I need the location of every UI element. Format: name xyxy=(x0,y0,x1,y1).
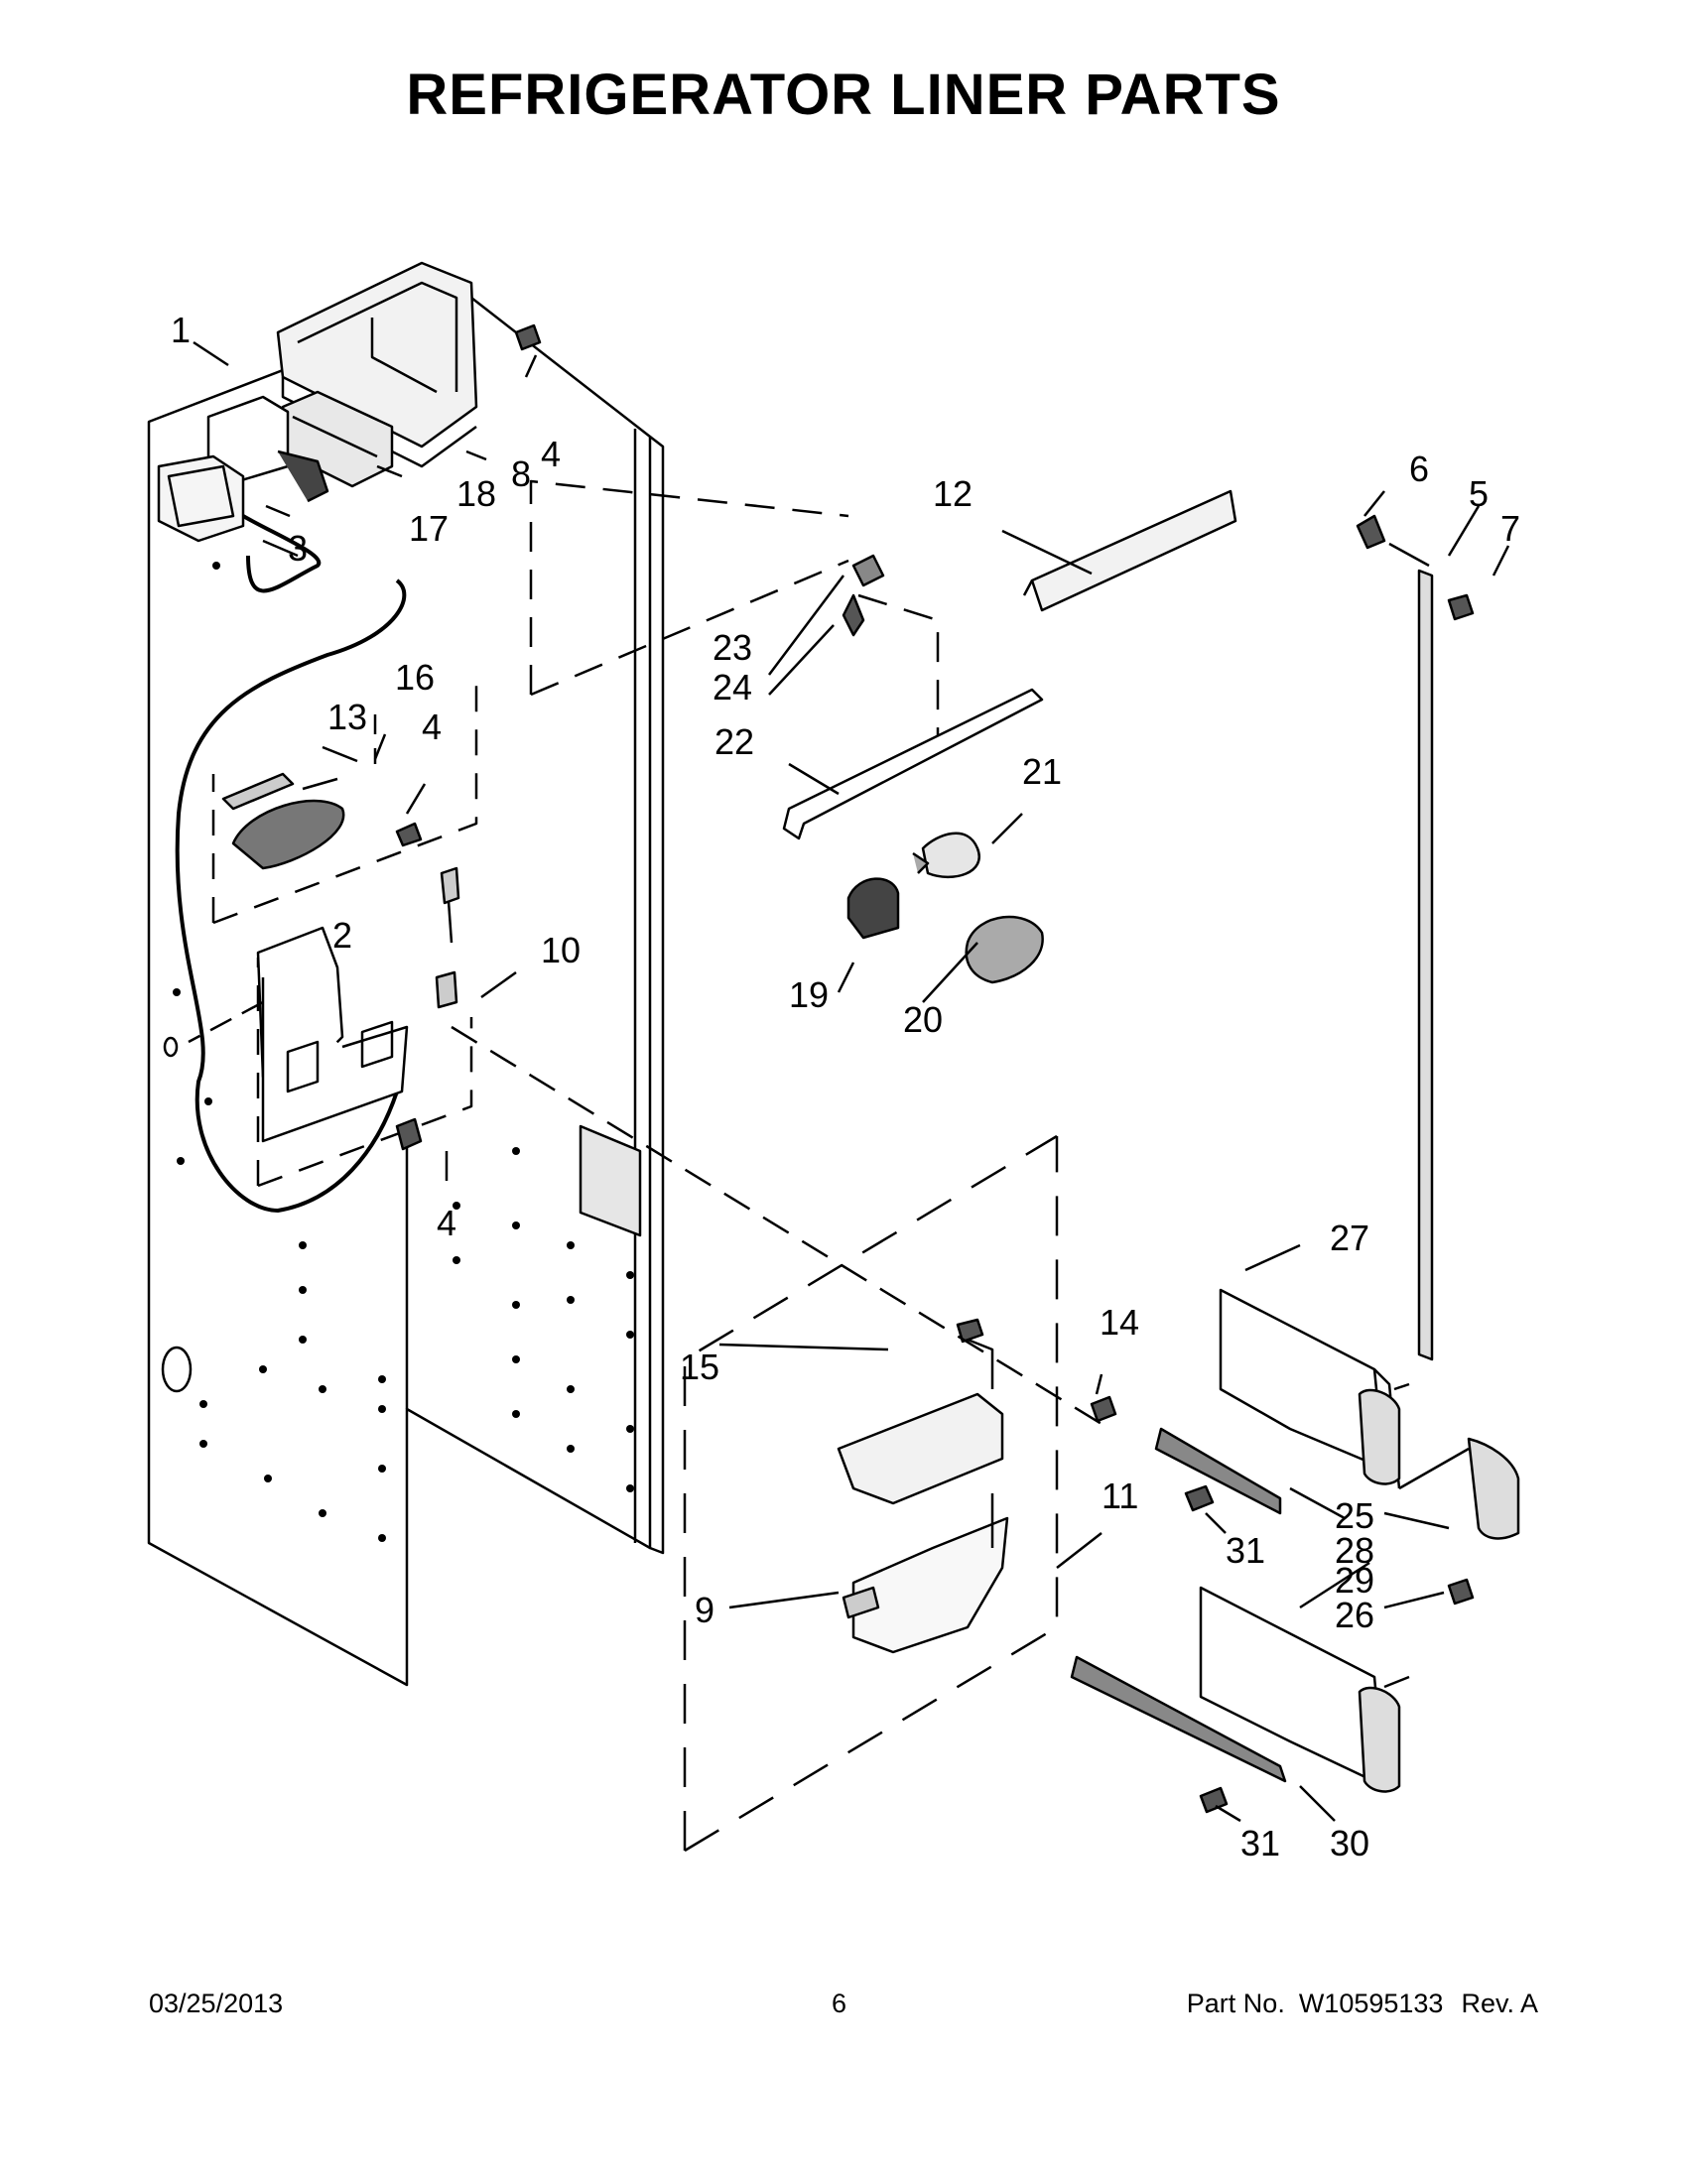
callout-19: 19 xyxy=(789,974,829,1015)
dashed-connector xyxy=(451,1025,1103,1426)
callout-30: 30 xyxy=(1330,1823,1369,1863)
callout-5: 5 xyxy=(1469,473,1489,514)
callout-26: 26 xyxy=(1335,1595,1374,1635)
callout-31a: 31 xyxy=(1226,1530,1265,1571)
callout-4a: 4 xyxy=(541,434,561,474)
deflector xyxy=(1022,489,1237,612)
lower-drawer-frame xyxy=(1070,1578,1475,1814)
footer-page-number: 6 xyxy=(832,1989,847,2018)
wire-harness xyxy=(175,514,407,1213)
callout-9: 9 xyxy=(695,1590,714,1630)
callout-13: 13 xyxy=(327,697,367,737)
connector-housing xyxy=(157,454,245,543)
callout-2: 2 xyxy=(332,915,352,956)
callout-23: 23 xyxy=(713,627,752,668)
light-bracket-assembly xyxy=(529,479,1044,984)
callout-24: 24 xyxy=(713,667,752,707)
callout-14: 14 xyxy=(1100,1302,1139,1343)
callout-12: 12 xyxy=(933,473,973,514)
footer-date: 03/25/2013 xyxy=(149,1989,284,2018)
vertical-rail xyxy=(1356,514,1475,1361)
upper-drawer-frame xyxy=(1090,1288,1520,1540)
callout-20: 20 xyxy=(903,999,943,1040)
revision: Rev. A xyxy=(1461,1989,1538,2018)
callout-29: 29 xyxy=(1335,1560,1374,1601)
callout-6: 6 xyxy=(1409,449,1429,489)
part-label: Part No. xyxy=(1186,1989,1285,2018)
electronic-module xyxy=(206,395,329,503)
footer-part-number: Part No. W10595133 Rev. A xyxy=(1187,1989,1538,2019)
callout-4b: 4 xyxy=(422,707,442,747)
callout-1: 1 xyxy=(171,310,191,350)
callout-28: 28 xyxy=(1335,1530,1374,1571)
callout-31b: 31 xyxy=(1240,1823,1280,1863)
callout-3: 3 xyxy=(288,528,308,569)
callout-18: 18 xyxy=(456,473,496,514)
callout-15: 15 xyxy=(680,1347,719,1387)
liner-panel xyxy=(147,296,665,1687)
callout-22: 22 xyxy=(714,721,754,762)
callout-11: 11 xyxy=(1102,1476,1138,1516)
leader-lines xyxy=(193,340,1510,1823)
callout-10: 10 xyxy=(541,930,581,970)
callout-17: 17 xyxy=(409,508,449,549)
callout-8: 8 xyxy=(511,453,531,494)
callout-7: 7 xyxy=(1500,508,1520,549)
part-number: W10595133 xyxy=(1298,1989,1444,2018)
page-title: REFRIGERATOR LINER PARTS xyxy=(406,63,1281,127)
callout-25: 25 xyxy=(1335,1495,1374,1536)
callout-21: 21 xyxy=(1022,751,1062,792)
callout-4c: 4 xyxy=(437,1203,456,1243)
callout-27: 27 xyxy=(1330,1218,1369,1258)
light-switch-assembly xyxy=(188,323,542,1188)
lower-module-box xyxy=(683,1134,1059,1853)
callout-labels: 1 2 3 4 4 4 4 5 6 7 8 9 10 11 12 13 14 1… xyxy=(171,310,1520,1863)
callout-16: 16 xyxy=(395,657,435,698)
